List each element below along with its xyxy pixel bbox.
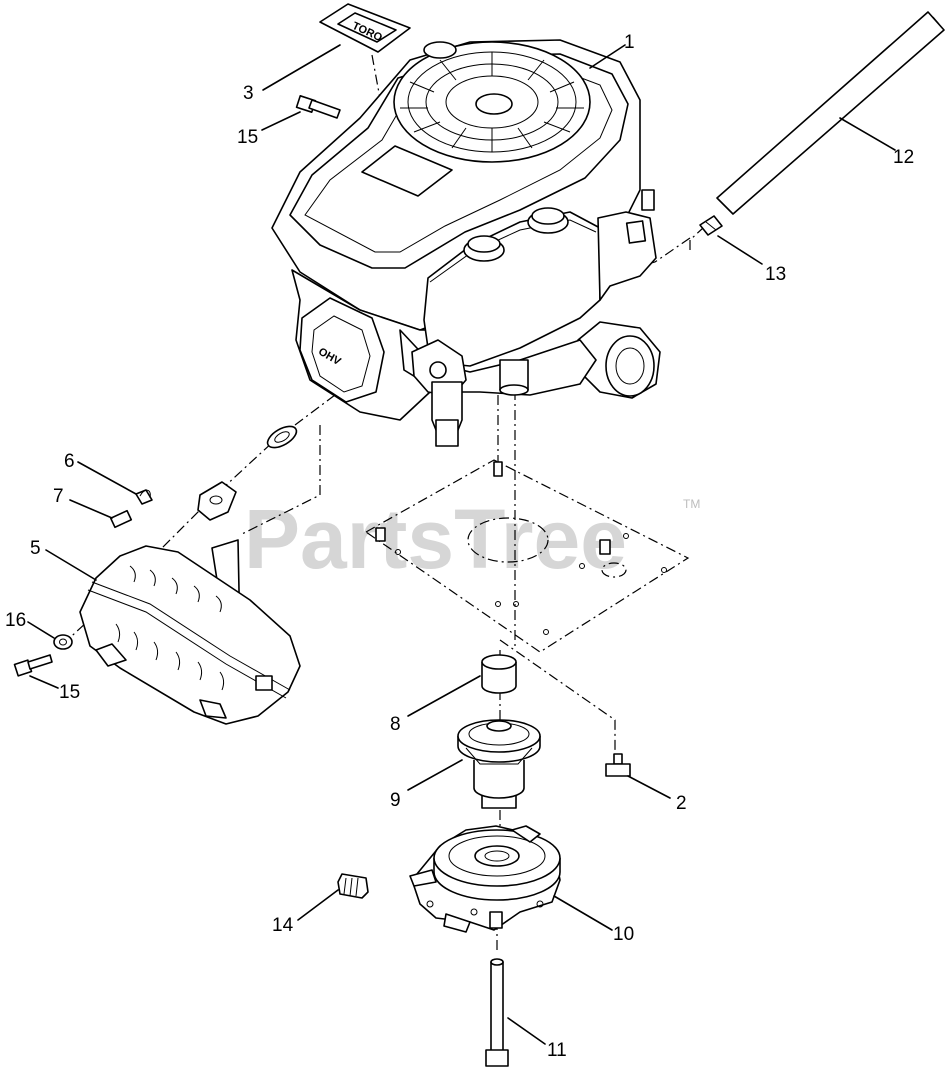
watermark-text: PartsTree [244,492,627,586]
pulley-9[interactable] [457,719,541,809]
callout-6: 6 [64,451,75,472]
callout-14: 14 [272,915,294,936]
muffler-bracket [197,481,237,521]
callout-15-top: 15 [237,127,258,148]
pto-clutch[interactable] [409,825,561,933]
screen-ribs [400,52,584,152]
callout-10: 10 [613,924,634,945]
callout-13: 13 [765,264,786,285]
bolt-2[interactable] [605,753,631,777]
callout-9: 9 [390,790,401,811]
spring-clip-6[interactable] [135,489,153,505]
leader-lines [27,44,896,1045]
callout-12: 12 [893,147,914,168]
callout-7: 7 [53,486,64,507]
callout-1: 1 [624,32,635,53]
bolt-11[interactable] [485,958,509,1067]
watermark: PartsTree TM [244,492,700,586]
muffler-slots [115,565,225,691]
pin-7[interactable] [109,509,133,529]
callout-16: 16 [5,610,26,631]
spacer-8[interactable] [481,654,517,694]
callout-5: 5 [30,538,41,559]
toro-decal[interactable]: TORO [319,3,411,53]
engine[interactable]: OHV [271,39,661,447]
callout-2: 2 [676,793,687,814]
callout-15-bottom: 15 [59,682,80,703]
throttle-rod[interactable] [716,11,945,215]
oil-filter [577,321,661,399]
washer-near-engine[interactable] [264,422,300,452]
clip-13[interactable] [699,215,723,236]
plate-holes [395,533,667,635]
callout-3: 3 [243,83,254,104]
callout-8: 8 [390,714,401,735]
washer-16[interactable] [53,634,73,650]
muffler[interactable] [79,539,301,725]
callout-labels: 1 2 3 5 6 7 8 9 10 11 12 13 14 15 15 16 [5,32,914,1061]
bolt-15-bottom[interactable] [13,654,53,677]
callout-11: 11 [547,1040,567,1061]
bolt-15-top[interactable] [295,95,341,119]
mounting-plate [364,459,690,653]
watermark-trademark: TM [683,497,700,511]
connector-14[interactable] [337,873,369,899]
